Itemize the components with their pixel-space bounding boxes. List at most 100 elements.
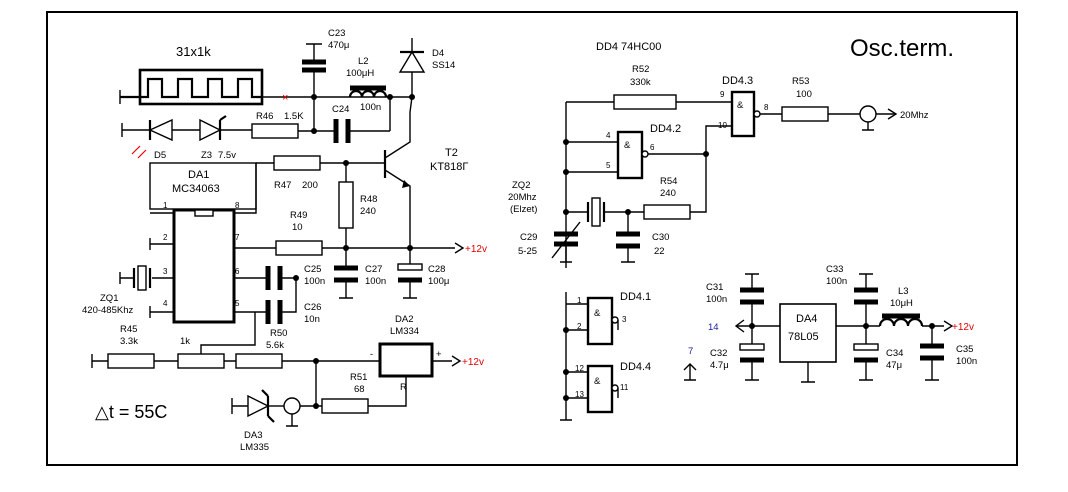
capacitor-c25 [265,266,283,290]
capacitor-c30 [616,212,640,263]
diode-d4 [398,38,426,97]
z3-ref: Z3 [201,150,212,161]
r45-ref: R45 [120,324,137,335]
da1-label-box [149,162,257,210]
zq2-note: (Elzet) [510,204,537,215]
trimmer-c29 [551,221,581,263]
da1-ref: DA1 [188,169,209,181]
resistor-r50 [235,353,283,369]
r49-ref: R49 [290,210,307,221]
dd42-and-symbol: & [624,140,631,151]
c23-value: 470μ [328,40,349,51]
r53-ref: R53 [792,76,809,87]
r52-value: 330k [630,77,651,88]
dd43-pin9: 9 [720,90,725,99]
t2-value: KT818Г [430,161,468,173]
da3-ref: DA3 [244,430,262,441]
resistor-r53 [781,106,829,122]
c30-ref: C30 [652,232,669,243]
schematic-title: Osc.term. [850,35,954,62]
da4-ref: DA4 [796,313,817,325]
l2-value: 100μH [346,68,374,79]
dd42-pin6: 6 [650,143,655,152]
r50-value: 5.6k [266,340,284,351]
da1-value: MC34063 [172,183,220,195]
c28-ref: C28 [428,264,445,275]
c30-value: 22 [654,246,665,257]
resistor-r46 [251,123,299,139]
r51-ref: R51 [350,372,367,383]
da1-pin5: 5 [235,299,240,308]
gate-dd4-2 [616,130,644,180]
dd41-pin3: 3 [622,315,627,324]
regulator-da4 [779,303,837,363]
r48-ref: R48 [360,194,377,205]
da1-pin3: 3 [163,267,168,276]
gnd-pin7-label: 7 [688,346,693,357]
dd41-ref: DD4.1 [620,291,651,303]
v12-label-top: +12v [465,244,487,255]
c35-ref: C35 [956,344,973,355]
zq1-ref: ZQ1 [100,293,118,304]
capacitor-c24 [333,119,390,143]
r47-ref: R47 [274,180,291,191]
c27-value: 100n [365,276,386,287]
pot-value: 1k [180,336,190,347]
da4-value: 78L05 [788,331,819,343]
output-20mhz-label: 20Mhz [900,110,929,121]
t2-ref: T2 [445,147,458,159]
c34-ref: C34 [886,348,903,359]
capacitor-c33 [854,273,878,326]
r46-value: 1.5K [284,111,304,122]
l3-value: 10μH [890,298,913,309]
da3-value: LM335 [240,442,269,453]
resistor-r48 [338,181,354,229]
r46-ref: R46 [256,111,273,122]
dd41-pin2: 2 [577,322,582,331]
c29-value: 5-25 [518,246,537,257]
gate-dd4-4 [586,364,614,414]
dd44-and-symbol: & [594,376,601,387]
r54-ref: R54 [660,176,677,187]
da2-pin-plus: + [436,349,442,360]
z3-value: 7.5v [218,150,236,161]
dd42-ref: DD4.2 [650,123,681,135]
capacitor-c23 [302,43,326,97]
d4-value: SS14 [432,60,455,71]
dd42-pin5: 5 [606,161,611,170]
r47-value: 200 [302,180,318,191]
r54-value: 240 [660,188,676,199]
dd43-and-symbol: & [737,100,744,111]
ic-header: DD4 74HC00 [596,41,661,53]
capacitor-c28 [397,248,423,299]
inductor-l2 [348,85,388,98]
resistor-r47 [273,155,321,171]
r49-value: 10 [292,222,303,233]
ic-da2 [378,342,434,378]
da1-pin4: 4 [163,299,168,308]
dd43-pin8: 8 [764,103,769,112]
dd43-ref: DD4.3 [722,75,753,87]
dd44-pin13: 13 [575,390,584,399]
da2-pin-r: R [400,382,407,393]
c28-value: 100μ [428,276,449,287]
wire-break-mark: × [282,92,288,104]
r53-value: 100 [796,89,812,100]
capacitor-c26 [265,300,283,324]
resistor-r51 [321,398,369,414]
c24-ref: C24 [332,104,349,115]
da2-value: LM334 [390,326,419,337]
transistor-t2 [383,96,413,248]
resistor-r54 [643,204,691,220]
c32-ref: C32 [710,348,727,359]
gate-dd4-3 [730,90,756,138]
c31-ref: C31 [706,282,723,293]
inductor-l3 [878,313,924,327]
c33-value: 100n [826,276,847,287]
crystal-zq2 [566,197,644,227]
da1-pin7: 7 [235,233,240,242]
ic-da1 [172,208,236,324]
c23-ref: C23 [328,28,345,39]
heater-bulb [119,68,264,106]
v12-label-right: +12v [952,322,974,333]
